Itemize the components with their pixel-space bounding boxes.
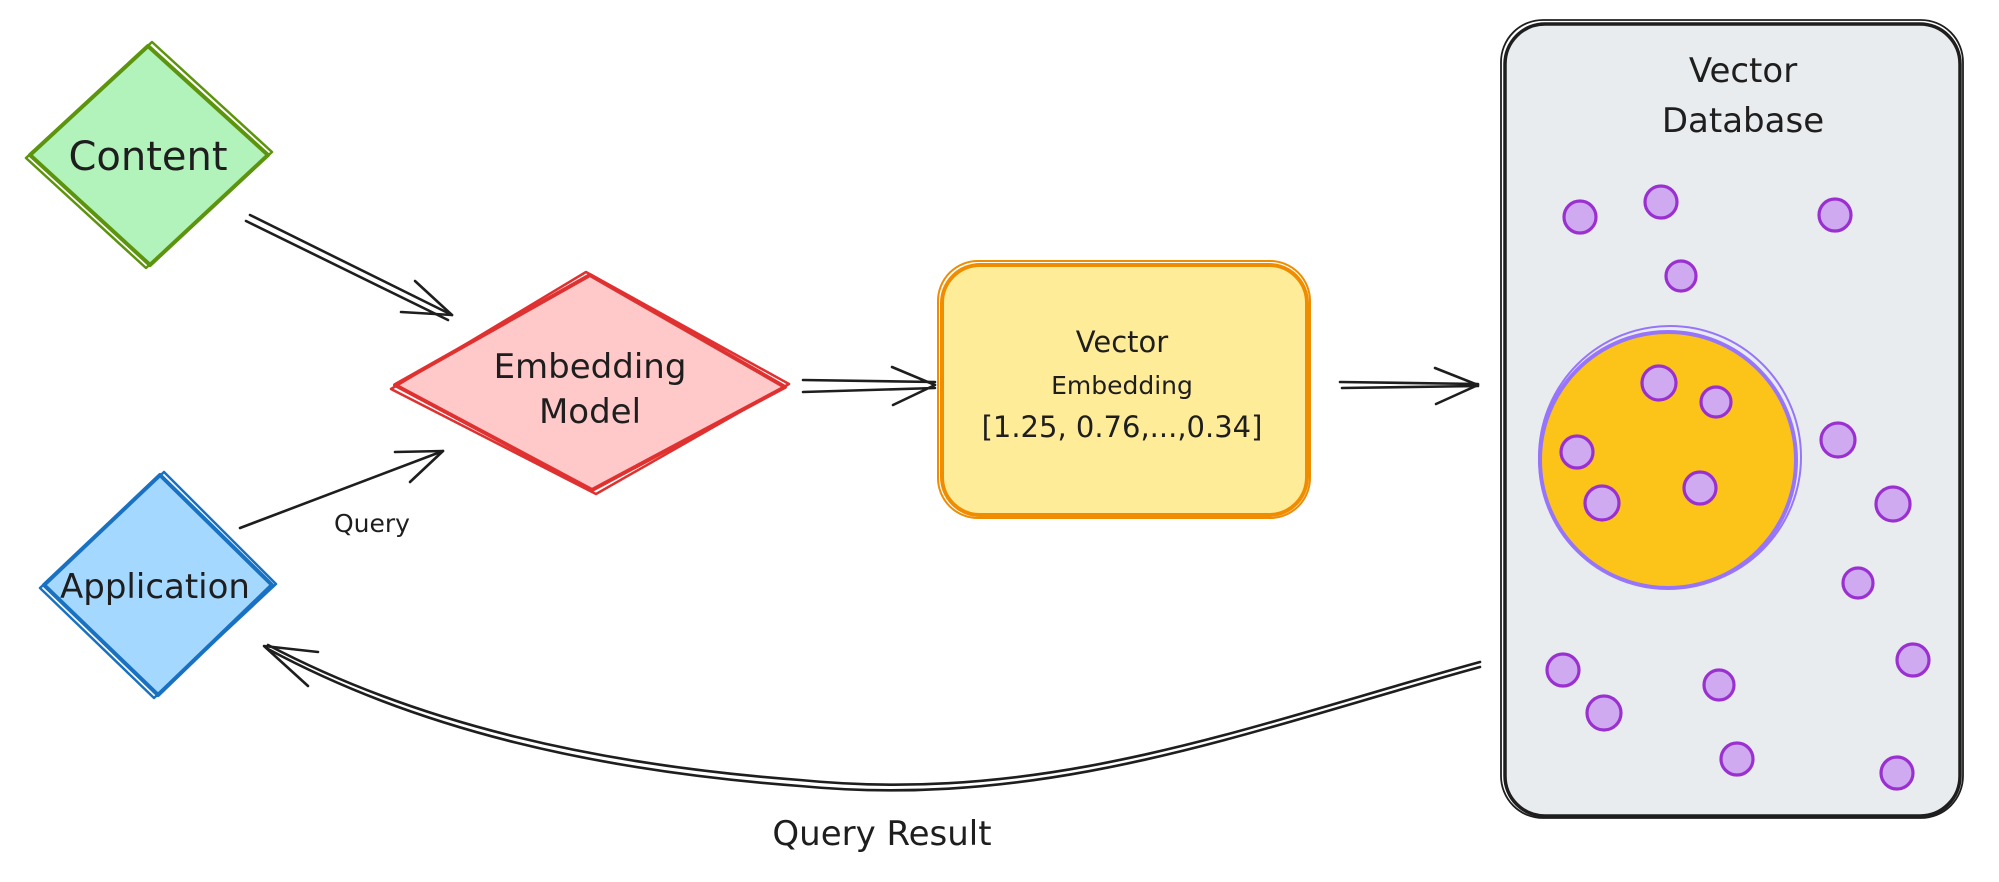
vector-point: [1559, 434, 1595, 470]
vector-database-node[interactable]: Vector Database: [1500, 19, 1964, 819]
vector-point: [1699, 385, 1733, 419]
vector-point: [1819, 421, 1857, 459]
embedding-model-label-line-2: Model: [539, 392, 641, 432]
edge-application-to-model: [238, 449, 445, 530]
edge-database-to-application: [262, 643, 1482, 792]
vector-point: [1719, 741, 1755, 777]
vector-embedding-label-line-2: Embedding: [1051, 371, 1193, 400]
vector-points: [1545, 184, 1931, 791]
vector-database-label-line-2: Database: [1662, 101, 1824, 141]
query-edge-label: Query: [334, 509, 410, 538]
vector-point: [1640, 364, 1678, 402]
embedding-model-label-line-1: Embedding: [494, 347, 687, 387]
vector-point: [1643, 184, 1679, 220]
vector-point: [1879, 755, 1915, 791]
vector-point: [1817, 197, 1853, 233]
vector-point: [1874, 485, 1912, 523]
vector-point: [1562, 199, 1598, 235]
vector-embedding-label-line-3: [1.25, 0.76,...,0.34]: [982, 410, 1263, 444]
application-label: Application: [60, 567, 250, 607]
vector-point: [1545, 652, 1581, 688]
vector-point: [1841, 566, 1875, 600]
vector-point: [1682, 470, 1718, 506]
vector-point: [1702, 668, 1736, 702]
content-label: Content: [68, 134, 227, 180]
edge-embedding-to-database: [1338, 366, 1480, 406]
content-node[interactable]: Content: [24, 40, 274, 270]
vector-embedding-node[interactable]: Vector Embedding [1.25, 0.76,...,0.34]: [937, 260, 1311, 519]
vector-point: [1664, 259, 1698, 293]
vector-point: [1583, 484, 1621, 522]
edge-content-to-model: [244, 213, 454, 322]
edge-model-to-embedding: [801, 365, 937, 407]
vector-point: [1585, 694, 1623, 732]
vector-point: [1895, 642, 1931, 678]
vector-database-label-line-1: Vector: [1689, 51, 1797, 91]
vector-embedding-label-line-1: Vector: [1076, 325, 1168, 359]
query-result-edge-label: Query Result: [772, 814, 991, 854]
application-node[interactable]: Application: [38, 470, 278, 700]
embedding-model-node[interactable]: Embedding Model: [389, 270, 791, 496]
